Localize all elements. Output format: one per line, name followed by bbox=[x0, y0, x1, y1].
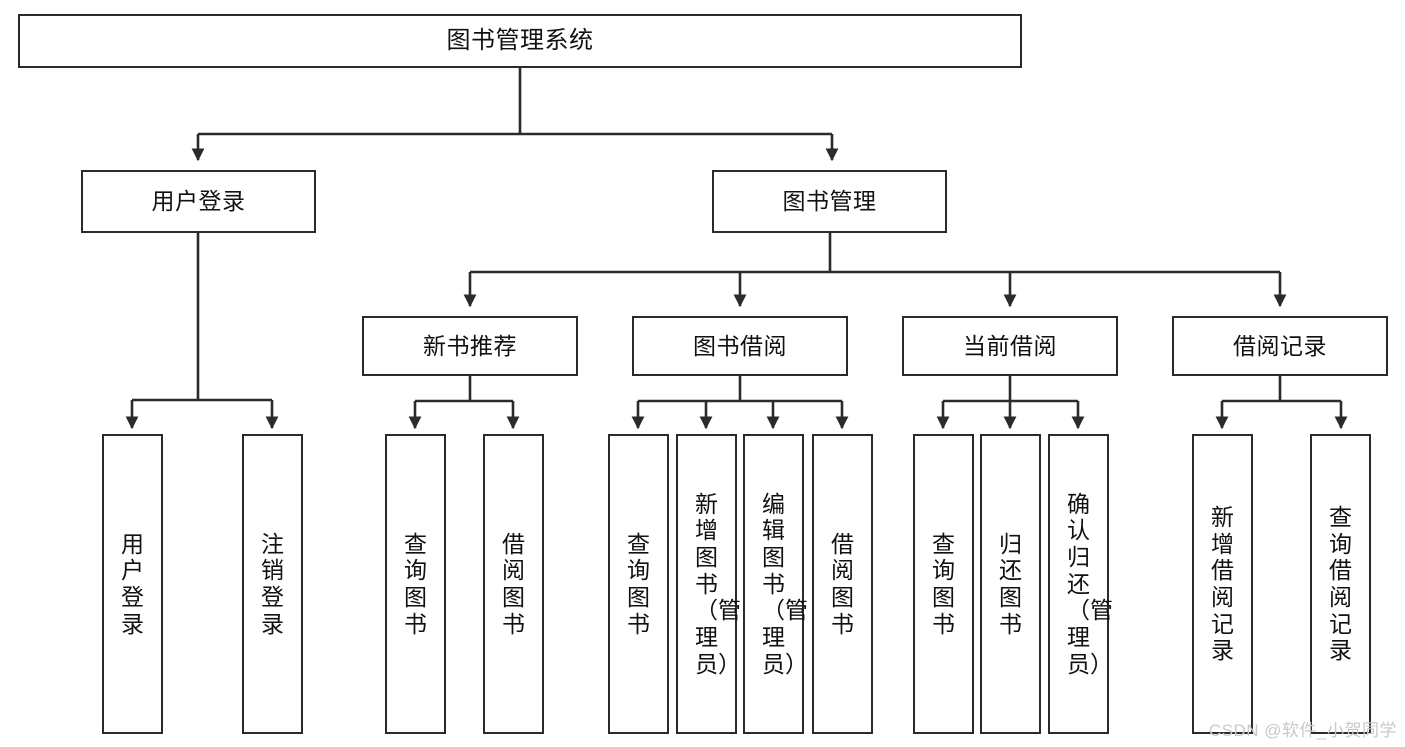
node-new-book-recommendation[interactable]: 新书推荐 bbox=[362, 316, 578, 376]
node-label: 查询图书 bbox=[932, 530, 955, 637]
node-label: 图书借阅 bbox=[693, 332, 787, 359]
node-label: 用户登录 bbox=[121, 530, 144, 637]
node-borrowing-record[interactable]: 借阅记录 bbox=[1172, 316, 1388, 376]
leaf-query-book-borrow[interactable]: 查询图书 bbox=[608, 434, 669, 734]
leaf-user-login[interactable]: 用户登录 bbox=[102, 434, 163, 734]
node-book-management[interactable]: 图书管理 bbox=[712, 170, 947, 233]
leaf-query-borrow-record[interactable]: 查询借阅记录 bbox=[1310, 434, 1371, 734]
node-label: 借阅图书 bbox=[502, 530, 525, 637]
node-label: 查询图书 bbox=[627, 530, 650, 637]
node-label: 归还图书 bbox=[999, 530, 1022, 637]
node-label: 编辑图书（管理员） bbox=[762, 490, 808, 677]
node-book-management-system[interactable]: 图书管理系统 bbox=[18, 14, 1022, 68]
leaf-add-borrow-record[interactable]: 新增借阅记录 bbox=[1192, 434, 1253, 734]
node-label: 借阅图书 bbox=[831, 530, 854, 637]
node-book-borrowing[interactable]: 图书借阅 bbox=[632, 316, 848, 376]
node-current-borrowing[interactable]: 当前借阅 bbox=[902, 316, 1118, 376]
leaf-query-book-current[interactable]: 查询图书 bbox=[913, 434, 974, 734]
node-label: 图书管理 bbox=[782, 188, 877, 215]
node-label: 新书推荐 bbox=[423, 332, 517, 359]
leaf-confirm-return-admin[interactable]: 确认归还（管理员） bbox=[1048, 434, 1113, 734]
leaf-logout[interactable]: 注销登录 bbox=[242, 434, 303, 734]
node-label: 当前借阅 bbox=[963, 332, 1057, 359]
node-user-login[interactable]: 用户登录 bbox=[81, 170, 316, 233]
node-label: 图书管理系统 bbox=[446, 27, 594, 55]
node-label: 查询借阅记录 bbox=[1329, 503, 1352, 664]
node-label: 用户登录 bbox=[151, 188, 246, 215]
node-label: 新增图书（管理员） bbox=[695, 490, 741, 677]
node-label: 查询图书 bbox=[404, 530, 427, 637]
node-label: 注销登录 bbox=[261, 530, 284, 637]
leaf-edit-book-admin[interactable]: 编辑图书（管理员） bbox=[743, 434, 808, 734]
leaf-query-book-new[interactable]: 查询图书 bbox=[385, 434, 446, 734]
node-label: 借阅记录 bbox=[1233, 332, 1327, 359]
leaf-borrow-book[interactable]: 借阅图书 bbox=[812, 434, 873, 734]
leaf-borrow-book-new[interactable]: 借阅图书 bbox=[483, 434, 544, 734]
node-label: 新增借阅记录 bbox=[1211, 503, 1234, 664]
node-label: 确认归还（管理员） bbox=[1067, 490, 1113, 677]
leaf-add-book-admin[interactable]: 新增图书（管理员） bbox=[676, 434, 741, 734]
leaf-return-book[interactable]: 归还图书 bbox=[980, 434, 1041, 734]
